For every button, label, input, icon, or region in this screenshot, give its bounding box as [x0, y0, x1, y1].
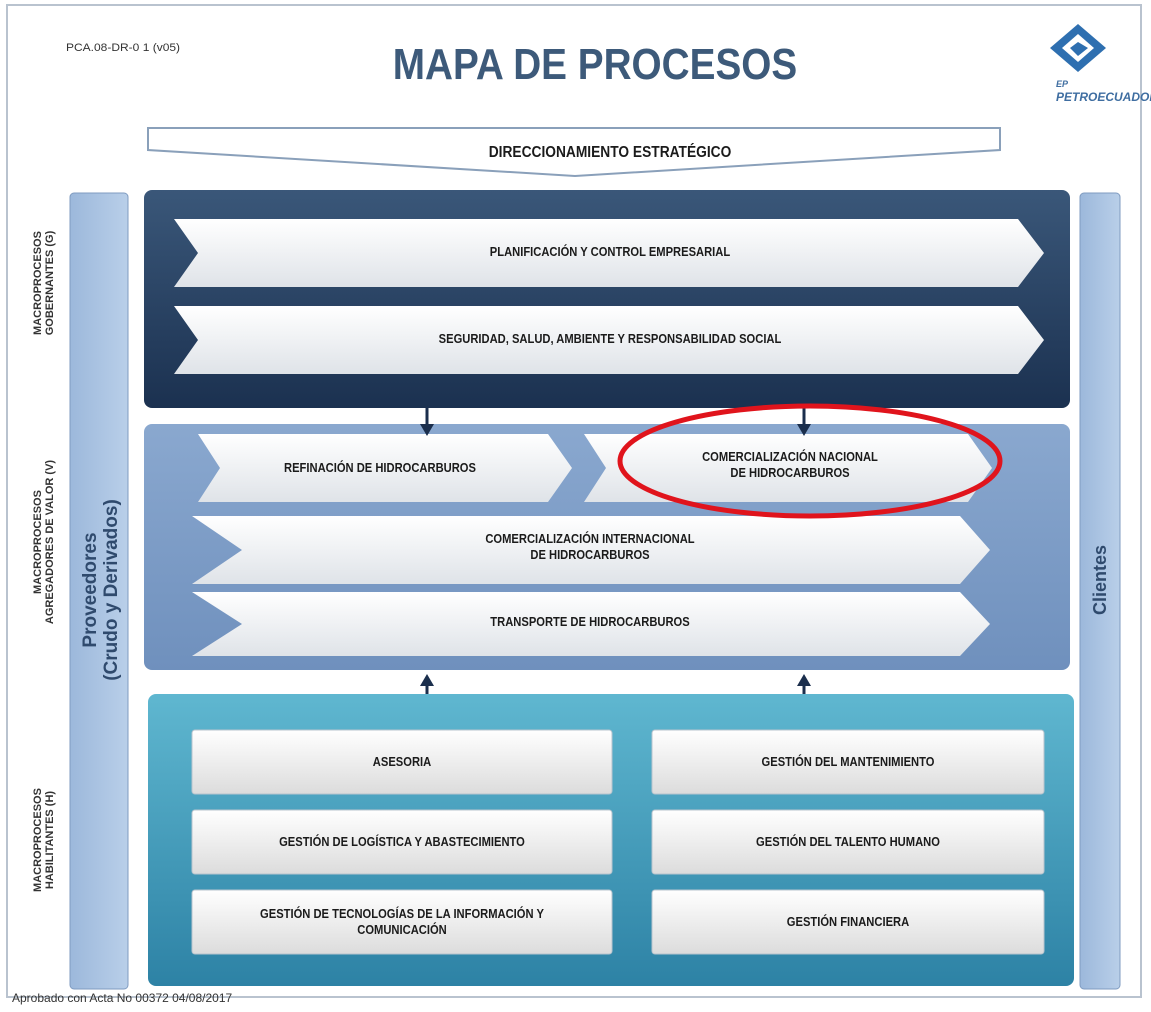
logo-text: EP PETROECUADOR	[1056, 79, 1151, 104]
page-title: MAPA DE PROCESOS	[392, 40, 798, 89]
company-logo: EP PETROECUADOR	[1036, 20, 1151, 104]
process-financiera: GESTIÓN FINANCIERA	[786, 914, 910, 929]
process-mantenimiento: GESTIÓN DEL MANTENIMIENTO	[761, 754, 935, 769]
down-arrow-right	[797, 424, 811, 436]
box-financiera	[651, 889, 1045, 955]
process-refinacion: REFINACIÓN DE HIDROCARBUROS	[284, 460, 476, 475]
label-habilitantes: MACROPROCESOS HABILITANTES (H)	[32, 788, 56, 892]
process-comercial-nacional: COMERCIALIZACIÓN NACIONAL DE HIDROCARBUR…	[702, 449, 878, 480]
clients-column	[1079, 192, 1121, 990]
box-mantenimiento	[651, 729, 1045, 795]
highlight-ellipse	[617, 403, 1003, 519]
box-logistica	[191, 809, 613, 875]
box-asesoria	[191, 729, 613, 795]
box-tecnologias	[191, 889, 613, 955]
process-talento: GESTIÓN DEL TALENTO HUMANO	[756, 834, 940, 849]
process-transporte: TRANSPORTE DE HIDROCARBUROS	[490, 614, 690, 629]
strategic-direction-label: DIRECCIONAMIENTO ESTRATÉGICO	[488, 144, 732, 161]
suppliers-column	[69, 192, 129, 990]
document-code: PCA.08-DR-0 1 (v05)	[66, 40, 181, 54]
approval-footer: Aprobado con Acta No 00372 04/08/2017	[12, 991, 233, 1005]
process-arrow-transporte	[192, 592, 990, 656]
process-arrow-planificacion	[174, 219, 1044, 287]
process-arrow-seguridad	[174, 306, 1044, 374]
page-frame	[6, 4, 1142, 998]
up-arrow-left	[420, 674, 434, 686]
petroecuador-logo-icon	[1050, 24, 1106, 72]
label-gobernantes: MACROPROCESOS GOBERNANTES (G)	[32, 230, 56, 336]
down-arrow-left	[420, 424, 434, 436]
process-planificacion: PLANIFICACIÓN Y CONTROL EMPRESARIAL	[489, 244, 731, 259]
label-agregadores: MACROPROCESOS AGREGADORES DE VALOR (V)	[32, 459, 56, 625]
process-asesoria: ASESORIA	[372, 754, 432, 769]
up-arrow-right	[797, 674, 811, 686]
process-arrow-refinacion	[198, 434, 572, 502]
suppliers-label: Proveedores (Crudo y Derivados)	[80, 499, 122, 681]
process-comercial-internacional: COMERCIALIZACIÓN INTERNACIONAL DE HIDROC…	[485, 531, 695, 562]
strategic-direction-banner	[147, 127, 1001, 178]
process-arrow-comercial-nacional	[584, 434, 992, 502]
process-arrow-comercial-internacional	[192, 516, 990, 584]
clients-label: Clientes	[1090, 544, 1110, 616]
process-logistica: GESTIÓN DE LOGÍSTICA Y ABASTECIMIENTO	[279, 834, 525, 849]
box-talento	[651, 809, 1045, 875]
process-seguridad: SEGURIDAD, SALUD, AMBIENTE Y RESPONSABIL…	[438, 331, 782, 346]
process-tecnologias: GESTIÓN DE TECNOLOGÍAS DE LA INFORMACIÓN…	[260, 906, 544, 937]
